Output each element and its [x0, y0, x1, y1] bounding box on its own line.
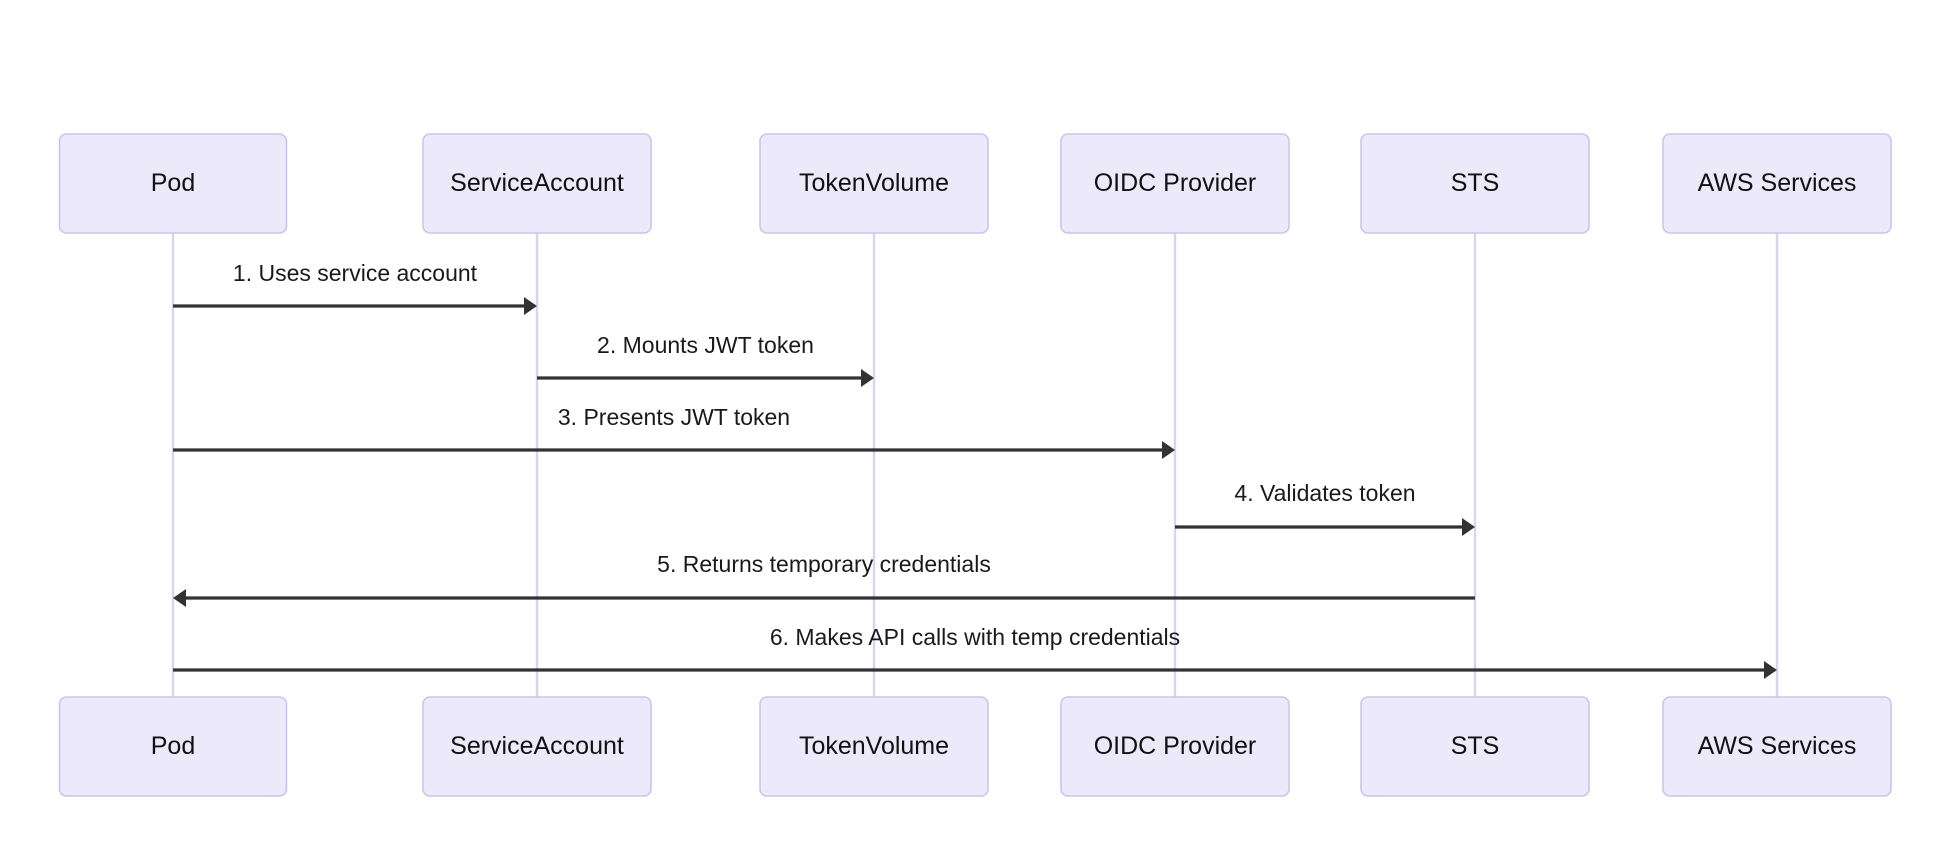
participant-box-shape [1662, 133, 1892, 234]
participant-label-serviceaccount: ServiceAccount [450, 169, 624, 197]
participant-box-shape [759, 133, 989, 234]
participant-sts-top[interactable]: STS [1360, 133, 1590, 234]
participant-label-aws: AWS Services [1698, 732, 1857, 760]
participant-label-sts: STS [1451, 169, 1500, 197]
participant-aws-bottom[interactable]: AWS Services [1662, 696, 1892, 797]
participant-label-tokenvolume: TokenVolume [799, 732, 949, 760]
message-6[interactable]: 6. Makes API calls with temp credentials [173, 624, 1777, 679]
participant-label-aws: AWS Services [1698, 169, 1857, 197]
participant-box-shape [58, 133, 288, 234]
lifelines-group [171, 233, 1779, 697]
message-label-1: 1. Uses service account [233, 260, 478, 286]
participant-aws-top[interactable]: AWS Services [1662, 133, 1892, 234]
participant-label-tokenvolume: TokenVolume [799, 169, 949, 197]
participant-box-shape [1060, 133, 1290, 234]
participant-box-shape [1360, 696, 1590, 797]
participant-serviceaccount-bottom[interactable]: ServiceAccount [422, 696, 652, 797]
messages-group: 1. Uses service account 2. Mounts JWT tok… [173, 260, 1777, 679]
participant-label-sts: STS [1451, 732, 1500, 760]
participant-pod-bottom[interactable]: Pod [58, 696, 288, 797]
message-5[interactable]: 5. Returns temporary credentials [173, 551, 1475, 607]
participant-oidc-bottom[interactable]: OIDC Provider [1060, 696, 1290, 797]
participant-label-oidc: OIDC Provider [1094, 732, 1257, 760]
participant-sts-bottom[interactable]: STS [1360, 696, 1590, 797]
message-label-2: 2. Mounts JWT token [597, 332, 814, 358]
message-label-4: 4. Validates token [1234, 480, 1415, 506]
message-label-6: 6. Makes API calls with temp credentials [770, 624, 1180, 650]
message-4[interactable]: 4. Validates token [1175, 480, 1475, 536]
message-arrowhead-2 [861, 369, 874, 387]
participant-box-shape [58, 696, 288, 797]
participant-label-oidc: OIDC Provider [1094, 169, 1257, 197]
message-2[interactable]: 2. Mounts JWT token [537, 332, 874, 387]
participant-box-shape [1662, 696, 1892, 797]
participant-tokenvolume-bottom[interactable]: TokenVolume [759, 696, 989, 797]
message-label-3: 3. Presents JWT token [558, 404, 790, 430]
participant-label-serviceaccount: ServiceAccount [450, 732, 624, 760]
participant-oidc-top[interactable]: OIDC Provider [1060, 133, 1290, 234]
top-participant-boxes: Pod ServiceAccount TokenVolume OIDC Provide… [58, 133, 1892, 234]
message-arrowhead-5 [173, 589, 186, 607]
participant-box-shape [422, 696, 652, 797]
message-label-5: 5. Returns temporary credentials [657, 551, 991, 577]
participant-tokenvolume-top[interactable]: TokenVolume [759, 133, 989, 234]
message-3[interactable]: 3. Presents JWT token [173, 404, 1175, 459]
participant-box-shape [1360, 133, 1590, 234]
message-arrowhead-3 [1162, 441, 1175, 459]
participant-label-pod: Pod [151, 169, 195, 197]
bottom-participant-boxes: Pod ServiceAccount TokenVolume OIDC Provide… [58, 696, 1892, 797]
participant-label-pod: Pod [151, 732, 195, 760]
participant-serviceaccount-top[interactable]: ServiceAccount [422, 133, 652, 234]
participant-box-shape [759, 696, 989, 797]
message-arrowhead-1 [524, 297, 537, 315]
participant-box-shape [1060, 696, 1290, 797]
message-arrowhead-6 [1764, 661, 1777, 679]
message-1[interactable]: 1. Uses service account [173, 260, 537, 315]
participant-pod-top[interactable]: Pod [58, 133, 288, 234]
participant-box-shape [422, 133, 652, 234]
message-arrowhead-4 [1462, 518, 1475, 536]
